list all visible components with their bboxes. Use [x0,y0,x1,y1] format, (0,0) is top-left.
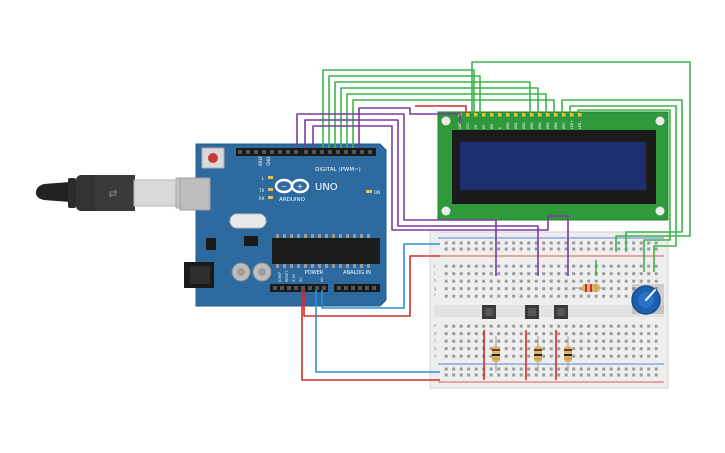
row-letter: a [434,353,437,358]
led-on-label: ON [374,190,380,195]
lcd-pin-label: DB1 [514,122,518,129]
lcd-pin-label: E [498,127,502,129]
reset-pin-label: RESET [285,270,289,282]
lcd-pin-label: DB6 [554,122,558,129]
wire-green [569,105,677,272]
row-letter: j [433,263,435,268]
wire-purple [358,107,461,148]
potentiometer[interactable] [631,284,664,315]
lcd-pin-label: LED+ [570,120,574,129]
digital-header-label: DIGITAL (PWM~) [315,167,361,173]
led-l-label: L [262,176,265,181]
atmega-chip [272,238,380,264]
lcd-pin-label: DB5 [546,122,550,129]
wire-green [346,93,547,148]
lcd-pin-label: RS [482,125,486,129]
center-channel [434,305,664,317]
row-letter: e [434,323,437,328]
top-terminal-strip [442,262,660,300]
led-tx-label: TX [258,188,264,193]
analog-header-label: ANALOG IN [343,270,371,276]
wire-purple [312,125,569,276]
svg-text:⇄: ⇄ [108,187,117,200]
led-tx [268,188,273,191]
resistor-2 [534,336,542,372]
3v3-pin-label: 3.3V [292,273,296,282]
arduino-logo: − + [274,178,310,194]
wire-red [415,105,467,113]
svg-text:+: + [297,182,304,191]
wires [296,61,691,381]
arduino-uno-board: AREF GND DIGITAL (PWM~) − + UNO ARDUINO … [179,143,387,307]
bottom-power-rail [442,367,660,379]
ioref-label: IOREF [278,272,282,282]
wire-green [334,81,531,148]
lcd-pin-label: DB0 [506,122,510,129]
arduino-brand-label: ARDUINO [279,197,306,203]
wire-green [322,69,475,148]
analog-header [334,284,380,292]
5v-pin-label: 5V [299,277,303,282]
lcd-pin-label: VCC [466,122,470,129]
breadboard: j i h g f e d c b a [429,231,669,389]
wire-green [577,109,671,272]
usb-port [179,177,211,211]
lcd-pin-label: DB3 [530,122,534,129]
led-l [268,176,273,179]
bottom-terminal-strip [442,322,660,360]
row-letter: i [434,271,435,276]
gnd-label-top: GND [266,157,271,166]
resistor-1 [492,336,500,372]
wire-green [561,99,683,252]
push-button-3[interactable] [554,305,568,319]
crystal-oscillator [229,213,267,229]
power-header-label: POWER [305,270,324,276]
vin-pin-label: Vin [320,276,324,282]
row-letter: f [434,293,436,298]
lcd-pin-label: GND [458,121,462,129]
top-power-rail [442,241,660,253]
row-letter: h [434,278,437,283]
aref-label: AREF [258,155,263,166]
svg-text:−: − [281,183,287,191]
wire-red [301,290,440,381]
lcd-pin-label: DB2 [522,122,526,129]
potentiometer-wiper-icon [645,289,656,301]
lcd-pin-label: RW [490,123,494,129]
lcd-screen [460,142,646,190]
row-letter: g [434,286,437,291]
led-on [366,190,372,193]
lcd-16x2-module: GND VCC V0 RS RW E DB0 DB1 DB2 DB3 DB4 D… [437,111,669,221]
wire-blue [315,290,440,373]
wire-purple [304,119,539,276]
lcd-pin-label: LED- [578,122,582,129]
lcd-pin-label: DB7 [562,122,566,129]
usb-cable: ⇄ [36,175,199,211]
power-header [270,284,328,292]
wire-green [352,99,555,148]
reset-button-cap[interactable] [208,153,218,163]
push-button-2[interactable] [525,305,539,319]
row-letter: b [434,346,437,351]
wire-blue [321,243,440,309]
led-rx-label: RX [259,196,265,201]
wire-green [471,61,691,252]
arduino-model-label: UNO [315,182,338,193]
push-button-1[interactable] [482,305,496,319]
led-rx [268,196,273,199]
row-letter: c [434,338,436,343]
lcd-pin-label: DB4 [538,122,542,129]
resistor-backlight [574,284,606,292]
resistor-3 [564,336,572,372]
row-letter: d [434,331,437,336]
small-chip [244,236,258,246]
wire-red [303,255,440,317]
voltage-regulator-chip [206,238,216,250]
lcd-pin-label: V0 [474,125,478,129]
